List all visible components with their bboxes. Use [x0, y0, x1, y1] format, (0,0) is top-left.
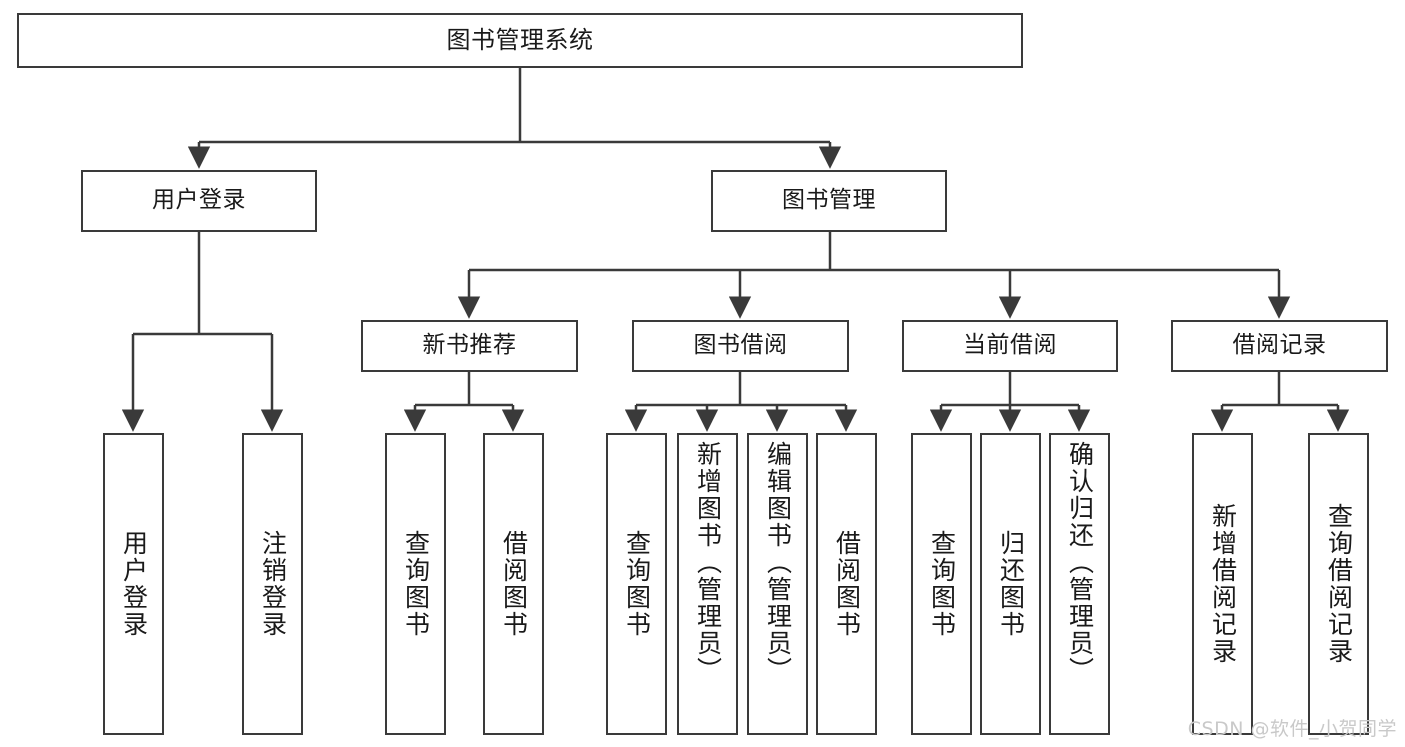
node-book-management[interactable]: 图书管理: [711, 170, 947, 232]
leaf-user-login-signout[interactable]: 注销登录: [242, 433, 303, 735]
leaf-user-login-signout-label: 注销登录: [258, 530, 288, 638]
node-book-management-label: 图书管理: [782, 187, 876, 214]
csdn-watermark: CSDN @软件_小贺同学: [1187, 718, 1397, 740]
leaf-current-return-book[interactable]: 归还图书: [980, 433, 1041, 735]
node-user-login-label: 用户登录: [152, 187, 246, 214]
leaf-borrow-borrow-book-label: 借阅图书: [832, 530, 862, 638]
leaf-records-query-record[interactable]: 查询借阅记录: [1308, 433, 1369, 735]
leaf-borrow-add-book[interactable]: 新增图书（管理员）: [677, 433, 738, 735]
leaf-borrow-query-book[interactable]: 查询图书: [606, 433, 667, 735]
node-new-book-recommend-label: 新书推荐: [422, 332, 517, 359]
leaf-borrow-borrow-book[interactable]: 借阅图书: [816, 433, 877, 735]
leaf-borrow-edit-book[interactable]: 编辑图书（管理员）: [747, 433, 808, 735]
node-book-borrow[interactable]: 图书借阅: [632, 320, 849, 372]
node-current-borrow-label: 当前借阅: [963, 332, 1057, 359]
leaf-new-book-query-label: 查询图书: [401, 530, 431, 638]
leaf-user-login-signin-label: 用户登录: [119, 530, 149, 638]
leaf-current-query-book[interactable]: 查询图书: [911, 433, 972, 735]
node-new-book-recommend[interactable]: 新书推荐: [361, 320, 578, 372]
node-borrow-records[interactable]: 借阅记录: [1171, 320, 1388, 372]
leaf-records-add-record[interactable]: 新增借阅记录: [1192, 433, 1253, 735]
node-root[interactable]: 图书管理系统: [17, 13, 1023, 68]
leaf-current-confirm-return-label: 确认归还（管理员）: [1065, 441, 1095, 684]
leaf-new-book-borrow-label: 借阅图书: [499, 530, 529, 638]
leaf-records-query-record-label: 查询借阅记录: [1324, 503, 1354, 665]
node-borrow-records-label: 借阅记录: [1232, 332, 1327, 359]
leaf-current-query-book-label: 查询图书: [927, 530, 957, 638]
leaf-borrow-query-book-label: 查询图书: [622, 530, 652, 638]
node-user-login[interactable]: 用户登录: [81, 170, 317, 232]
leaf-current-confirm-return[interactable]: 确认归还（管理员）: [1049, 433, 1110, 735]
leaf-current-return-book-label: 归还图书: [996, 530, 1026, 638]
leaf-new-book-borrow[interactable]: 借阅图书: [483, 433, 544, 735]
leaf-new-book-query[interactable]: 查询图书: [385, 433, 446, 735]
leaf-user-login-signin[interactable]: 用户登录: [103, 433, 164, 735]
node-book-borrow-label: 图书借阅: [693, 332, 788, 359]
node-root-label: 图书管理系统: [446, 26, 594, 55]
leaf-records-add-record-label: 新增借阅记录: [1208, 503, 1238, 665]
leaf-borrow-add-book-label: 新增图书（管理员）: [693, 441, 723, 684]
node-current-borrow[interactable]: 当前借阅: [902, 320, 1118, 372]
leaf-borrow-edit-book-label: 编辑图书（管理员）: [763, 441, 793, 684]
